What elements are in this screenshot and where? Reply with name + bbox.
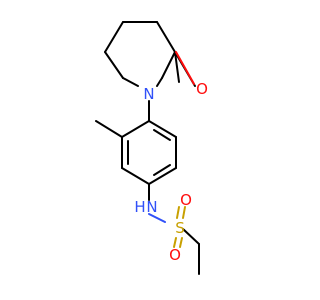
bond (95, 120, 123, 138)
amide-nitrogen-label: N (146, 198, 157, 216)
bond (153, 164, 171, 176)
benzene-ring (121, 120, 177, 185)
bond (148, 120, 177, 138)
carbonyl-oxygen-label: O (196, 80, 208, 98)
amide-hydrogen-label: H (134, 198, 145, 216)
bond (148, 167, 177, 185)
molecule-structure: N O N H S O O (95, 21, 208, 275)
bond (121, 167, 150, 185)
bond (179, 237, 183, 248)
bond (156, 21, 176, 53)
bond (148, 213, 166, 223)
bond (182, 228, 200, 245)
sulfur-label: S (175, 219, 185, 237)
bond (122, 77, 139, 87)
bond (156, 77, 163, 87)
bond (174, 51, 180, 83)
bond (153, 129, 171, 141)
bond (182, 206, 186, 219)
molecule-canvas: N O N H S O O (95, 21, 208, 275)
sulfonyl-oxygen-bottom-label: O (169, 246, 181, 264)
sulfonyl-oxygen-top-label: O (180, 191, 192, 209)
bond (104, 51, 124, 79)
bond (104, 21, 124, 53)
bond (161, 51, 176, 79)
bond (176, 206, 180, 219)
bond (121, 120, 150, 138)
bond (173, 237, 177, 248)
ring-nitrogen-label: N (143, 85, 154, 103)
bond (175, 51, 195, 85)
piperidinone-ring (104, 21, 196, 87)
